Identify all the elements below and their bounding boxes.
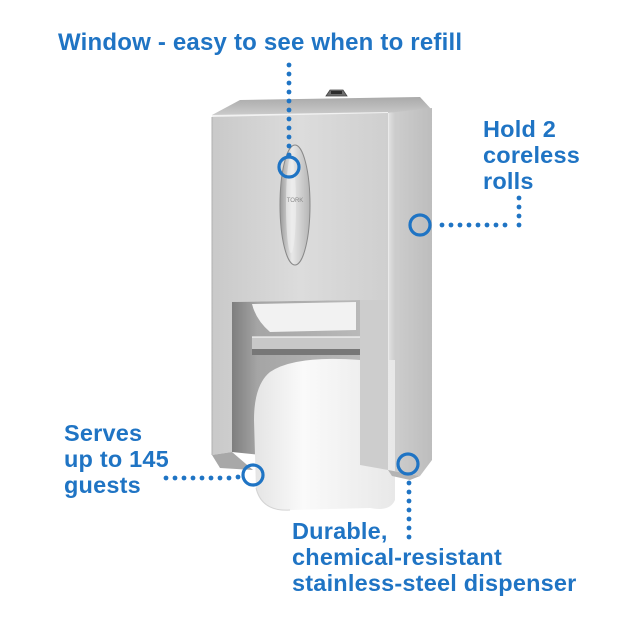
paper-roll (254, 358, 395, 511)
durable-callout: Durable, chemical-resistant stainless-st… (292, 518, 577, 596)
durable-marker-icon (396, 452, 420, 476)
left-flange (212, 452, 253, 470)
capacity-leader-line (439, 195, 522, 228)
window-leader-line (286, 62, 292, 158)
durable-callout-line: chemical-resistant (292, 544, 502, 570)
serves-callout-line: Serves (64, 420, 143, 446)
serves-leader-line (163, 474, 241, 481)
durable-callout-line: stainless-steel dispenser (292, 570, 577, 596)
capacity-callout-line: coreless (483, 142, 580, 168)
dispenser-top (211, 89, 432, 117)
window-marker-icon (277, 155, 301, 179)
dispenser-front (211, 113, 388, 470)
serves-callout-line: up to 145 (64, 446, 169, 472)
durable-leader-line (406, 480, 412, 540)
durable-callout-line: Durable, (292, 518, 388, 544)
serves-callout-line: guests (64, 472, 141, 498)
capacity-marker-icon (408, 213, 432, 237)
capacity-callout-line: rolls (483, 168, 534, 194)
right-flange (360, 300, 388, 470)
brand-logo: TORK (287, 198, 304, 204)
serves-marker-icon (241, 463, 265, 487)
capacity-callout-line: Hold 2 (483, 116, 557, 142)
capacity-callout: Hold 2 coreless rolls (483, 116, 580, 194)
window-callout-line: Window - easy to see when to refill (58, 29, 463, 56)
serves-callout: Serves up to 145 guests (64, 420, 169, 498)
refill-window: TORK (279, 144, 311, 266)
window-callout: Window - easy to see when to refill (58, 30, 462, 56)
